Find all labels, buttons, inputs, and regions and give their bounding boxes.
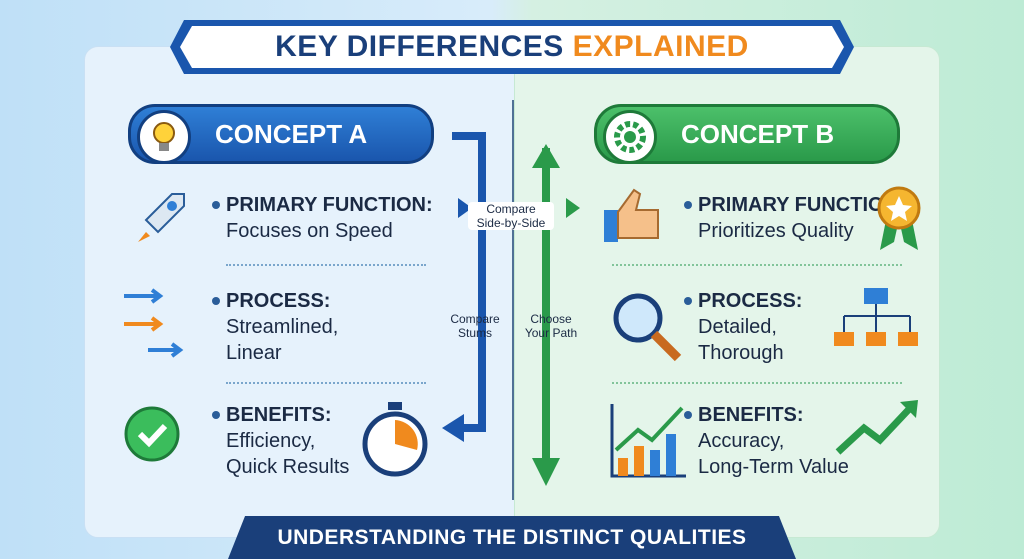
feature-text-line: Streamlined,	[226, 316, 339, 338]
feature-text-line: Thorough	[698, 342, 784, 364]
thumbs-up-icon	[600, 186, 666, 251]
concept-a-feature-2: PROCESS: Streamlined, Linear	[212, 288, 339, 366]
concept-b-feature-3: BENEFITS: Accuracy, Long-Term Value	[684, 402, 849, 480]
footer-text: UNDERSTANDING THE DISTINCT QUALITIES	[277, 526, 747, 549]
gear-icon	[603, 110, 657, 164]
stopwatch-icon	[360, 400, 430, 485]
feature-text-line: Detailed,	[698, 316, 777, 338]
center-divider	[512, 100, 514, 500]
tag-line: Compare	[486, 202, 536, 216]
title-main: KEY DIFFERENCES	[275, 30, 573, 63]
bullet-dot	[212, 297, 220, 305]
title-banner: KEY DIFFERENCES EXPLAINED	[170, 16, 854, 78]
page-title: KEY DIFFERENCES EXPLAINED	[170, 16, 854, 78]
bullet-dot	[684, 297, 692, 305]
concept-a-feature-3: BENEFITS: Efficiency, Quick Results	[212, 402, 350, 480]
bullet-dot	[212, 411, 220, 419]
separator	[612, 382, 902, 384]
feature-text-line: Accuracy,	[698, 430, 785, 452]
feature-label: PROCESS:	[226, 290, 331, 312]
feature-text-line: Efficiency,	[226, 430, 316, 452]
tag-line: Side-by-Side	[476, 216, 546, 230]
concept-b-feature-1: PRIMARY FUNCTION: Prioritizes Quality	[684, 192, 905, 244]
bullet-dot	[684, 201, 692, 209]
footer-banner: UNDERSTANDING THE DISTINCT QUALITIES	[228, 516, 796, 559]
tag-line: Compare	[450, 312, 500, 326]
bar-chart-icon	[608, 400, 688, 485]
feature-label: PRIMARY FUNCTION:	[698, 194, 905, 216]
feature-label: PRIMARY FUNCTION:	[226, 194, 433, 216]
tag-line: Choose	[530, 312, 572, 326]
feature-label: PROCESS:	[698, 290, 803, 312]
tag-line: Your Path	[524, 326, 578, 340]
feature-text-line: Linear	[226, 342, 282, 364]
feature-text: Focuses on Speed	[226, 220, 393, 242]
separator	[612, 264, 902, 266]
choose-path-tag: Choose Your Path	[514, 312, 588, 340]
magnifier-icon	[606, 286, 686, 371]
feature-text-line: Quick Results	[226, 456, 350, 478]
lightbulb-icon	[137, 110, 191, 164]
bullet-dot	[212, 201, 220, 209]
tag-line: Stums	[457, 326, 492, 340]
center-arrows-icon	[442, 132, 580, 486]
concept-a-title: CONCEPT A	[215, 119, 368, 149]
concept-b-header: CONCEPT B	[594, 104, 900, 164]
hierarchy-icon	[832, 284, 922, 369]
separator	[226, 264, 426, 266]
title-ribbon-icon	[170, 20, 854, 74]
concept-a-header: CONCEPT A	[128, 104, 434, 164]
rocket-icon	[128, 186, 192, 255]
separator	[226, 382, 426, 384]
concept-b-feature-2: PROCESS: Detailed, Thorough	[684, 288, 803, 366]
checkmark-icon	[122, 404, 182, 469]
feature-text-line: Long-Term Value	[698, 456, 849, 478]
compare-stums-tag: Compare Stums	[440, 312, 510, 340]
feature-label: BENEFITS:	[698, 404, 804, 426]
trend-up-icon	[834, 398, 920, 463]
title-accent: EXPLAINED	[572, 30, 749, 63]
bullet-dot	[684, 411, 692, 419]
compare-side-tag: Compare Side-by-Side	[468, 202, 554, 230]
process-arrows-icon	[118, 288, 188, 363]
feature-text: Prioritizes Quality	[698, 220, 854, 242]
feature-label: BENEFITS:	[226, 404, 332, 426]
concept-b-title: CONCEPT B	[681, 119, 835, 149]
concept-a-feature-1: PRIMARY FUNCTION: Focuses on Speed	[212, 192, 433, 244]
award-ribbon-icon	[874, 184, 924, 259]
